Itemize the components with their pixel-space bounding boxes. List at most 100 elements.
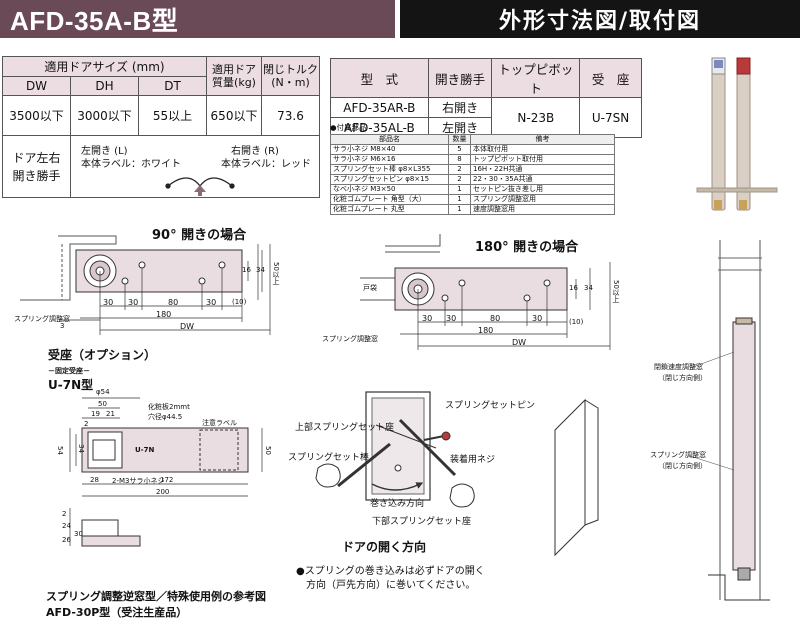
seat-dim-172: 172 xyxy=(160,476,174,484)
product-photo xyxy=(696,57,778,211)
mass-value: 650以下 xyxy=(206,95,262,136)
seat-dim-2b: 2 xyxy=(62,510,67,518)
dim-90-dw: DW xyxy=(180,322,195,331)
right-body-label: 本体ラベル：レッド xyxy=(221,159,311,170)
torque-header: 閉じトルク(N・m) xyxy=(261,56,320,96)
model-title: AFD-35A-B型 xyxy=(10,5,179,36)
seat-dim-21: 21 xyxy=(106,410,115,418)
seat-title: 受座（オプション） xyxy=(48,348,157,362)
spring-note-2: 方向（戸先方向）に巻いてください。 xyxy=(306,580,476,591)
seat-dim-2: 2 xyxy=(84,420,89,428)
door-direction-icon xyxy=(165,177,235,196)
spec-table: 適用ドアサイズ (mm) 適用ドア質量(kg) 閉じトルク(N・m) DW DH… xyxy=(2,56,320,198)
mount-screw-label: 装着用ネジ xyxy=(450,455,496,465)
dim-180-180: 180 xyxy=(478,326,494,335)
diagram-180-title: 180° 開きの場合 xyxy=(475,240,579,255)
dim-90-10: (10) xyxy=(232,298,247,306)
seat-dim-200: 200 xyxy=(156,488,170,496)
right-open-label: 右開き (R) xyxy=(231,146,279,157)
model-table: 型 式 開き勝手 トップピボット 受 座 AFD-35AR-B 右開き N-23… xyxy=(330,58,642,138)
spring-window-sub: （閉じ方向側） xyxy=(658,462,707,470)
seat-note-hole: 穴径φ44.5 xyxy=(148,413,183,421)
upper-seat-label: 上部スプリングセット座 xyxy=(295,423,395,433)
spring-pin-label: スプリングセットピン xyxy=(445,401,536,411)
seat-dim-50h: 50 xyxy=(264,446,272,455)
diagram-90-open xyxy=(20,235,271,335)
dim-180-30a: 30 xyxy=(422,314,433,323)
dim-90-30c: 30 xyxy=(206,298,217,307)
dim-90-30b: 30 xyxy=(128,298,139,307)
part-note: 速度調整窓用 xyxy=(470,204,615,215)
seat-dim-26: 26 xyxy=(62,536,71,544)
seat-dim-50: 50 xyxy=(98,400,107,408)
dim-90-3: 3 xyxy=(60,322,65,330)
dim-180-30b: 30 xyxy=(446,314,457,323)
parts-title: ●付属部品 xyxy=(330,123,367,132)
section-title: 外形寸法図/取付図 xyxy=(498,9,702,34)
hand-header: 開き勝手 xyxy=(427,58,493,98)
diagram-90-title: 90° 開きの場合 xyxy=(152,228,247,243)
left-body-label: 本体ラベル：ホワイト xyxy=(81,159,181,170)
hand-row-2: 左開き xyxy=(427,117,493,138)
dw-header: DW xyxy=(2,76,71,96)
seat-dim-24: 24 xyxy=(62,522,71,530)
lower-seat-label: 下部スプリングセット座 xyxy=(372,517,472,527)
dim-90-34: 34 xyxy=(256,266,265,274)
wind-direction-label: 巻き込み方向 xyxy=(370,499,425,509)
diagram-180-open xyxy=(360,234,611,350)
dim-90-50: 50以上 xyxy=(272,262,280,285)
seat-dim-30: 30 xyxy=(74,530,83,538)
spring-window-label-90: スプリング調整窓 xyxy=(14,315,70,323)
model-header: 型 式 xyxy=(330,58,429,98)
dim-180-50: 50以上 xyxy=(612,280,620,303)
seat-fixed-label: －固定受座－ xyxy=(48,367,90,375)
spring-window-label: スプリング調整窓 xyxy=(650,451,706,459)
reference-note-1: スプリング調整逆窓型／特殊使用例の参考図 xyxy=(46,590,266,603)
direction-cell: 左開き (L) 本体ラベル：ホワイト 右開き (R) 本体ラベル：レッド xyxy=(70,135,320,198)
dh-header: DH xyxy=(70,76,139,96)
seat-dim-54: φ54 xyxy=(96,388,110,396)
spring-note-1: ●スプリングの巻き込みは必ずドアの開く xyxy=(296,566,485,577)
section-title-bar: 外形寸法図/取付図 xyxy=(400,0,800,38)
seat-dim-34: 34 xyxy=(77,444,85,453)
dim-180-10: (10) xyxy=(569,318,584,326)
pivot-value: N-23B xyxy=(491,97,581,138)
dim-180-dw: DW xyxy=(512,338,527,347)
dim-90-80: 80 xyxy=(168,298,179,307)
direction-label: ドア左右開き勝手 xyxy=(2,135,71,198)
seat-dim-19: 19 xyxy=(91,410,100,418)
seat-note-label: 注意ラベル xyxy=(202,419,237,427)
dim-180-80: 80 xyxy=(490,314,501,323)
speed-window-sub: （閉じ方向側） xyxy=(658,374,707,382)
installation-drawing xyxy=(554,240,770,601)
dim-180-30c: 30 xyxy=(532,314,543,323)
seat-model: U-7N型 xyxy=(48,378,94,392)
seat-note-plate: 化粧板2mmt xyxy=(148,403,190,411)
dim-90-180: 180 xyxy=(156,310,172,319)
seat-dim-28: 28 xyxy=(90,476,99,484)
seat-value: U-7SN xyxy=(579,97,642,138)
dim-180-16: 16 xyxy=(569,284,578,292)
reference-note-2: AFD-30P型（受注生産品） xyxy=(46,606,188,619)
model-title-bar: AFD-35A-B型 xyxy=(0,0,395,38)
dh-value: 3000以下 xyxy=(70,95,139,136)
seat-note-screw: 2-M3サラ小ネジ xyxy=(112,477,165,485)
spring-direction-drawing xyxy=(315,391,475,508)
spring-window-label-180: スプリング調整窓 xyxy=(322,335,378,343)
dim-180-34: 34 xyxy=(584,284,593,292)
dim-90-16: 16 xyxy=(242,266,251,274)
dt-header: DT xyxy=(138,76,207,96)
seat-dim-54h: 54 xyxy=(56,446,64,455)
dim-90-30a: 30 xyxy=(103,298,114,307)
left-open-label: 左開き (L) xyxy=(81,146,128,157)
door-stop-label: 戸袋 xyxy=(363,284,377,292)
size-group-header: 適用ドアサイズ (mm) xyxy=(2,56,207,77)
door-open-direction-title: ドアの開く方向 xyxy=(342,540,427,554)
seat-note-model: U-7N xyxy=(135,446,155,454)
seat-drawing xyxy=(69,397,263,547)
speed-window-label: 閉鎖速度調整窓 xyxy=(654,363,703,371)
